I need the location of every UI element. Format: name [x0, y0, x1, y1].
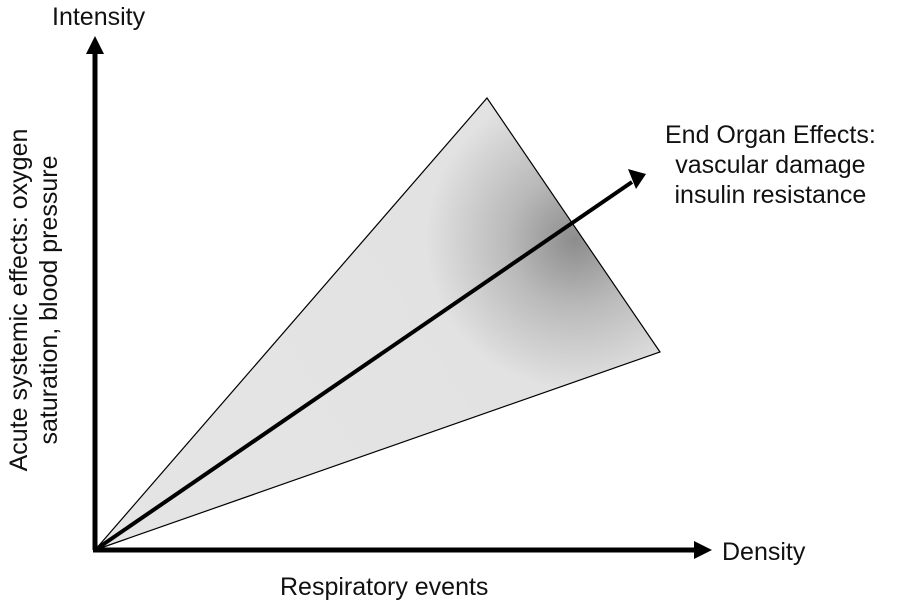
end-organ-effects-label: End Organ Effects: vascular damage insul…	[665, 120, 876, 210]
end-organ-label-line-1: End Organ Effects:	[665, 121, 876, 149]
y-axis-side-label: Acute systemic effects: oxygen saturatio…	[4, 114, 64, 486]
end-organ-label-line-3: insulin resistance	[674, 181, 867, 209]
y-axis-side-label-line-2: saturation, blood pressure	[35, 155, 63, 445]
cone-outline	[93, 97, 661, 552]
y-axis-arrowhead	[86, 36, 104, 54]
x-axis-bottom-label: Respiratory events	[280, 573, 489, 601]
end-organ-arrow-line	[93, 180, 634, 552]
x-axis	[93, 541, 712, 559]
end-organ-arrowhead	[628, 169, 646, 189]
x-axis-arrowhead	[694, 541, 712, 559]
y-axis	[86, 36, 104, 550]
x-axis-right-label: Density	[722, 538, 806, 566]
effect-cone	[93, 97, 661, 552]
y-axis-top-label: Intensity	[52, 3, 146, 31]
end-organ-arrow	[93, 169, 646, 552]
y-axis-side-label-line-1: Acute systemic effects: oxygen	[5, 128, 33, 472]
cone-shaded-region	[95, 98, 660, 550]
end-organ-label-line-2: vascular damage	[675, 151, 866, 179]
